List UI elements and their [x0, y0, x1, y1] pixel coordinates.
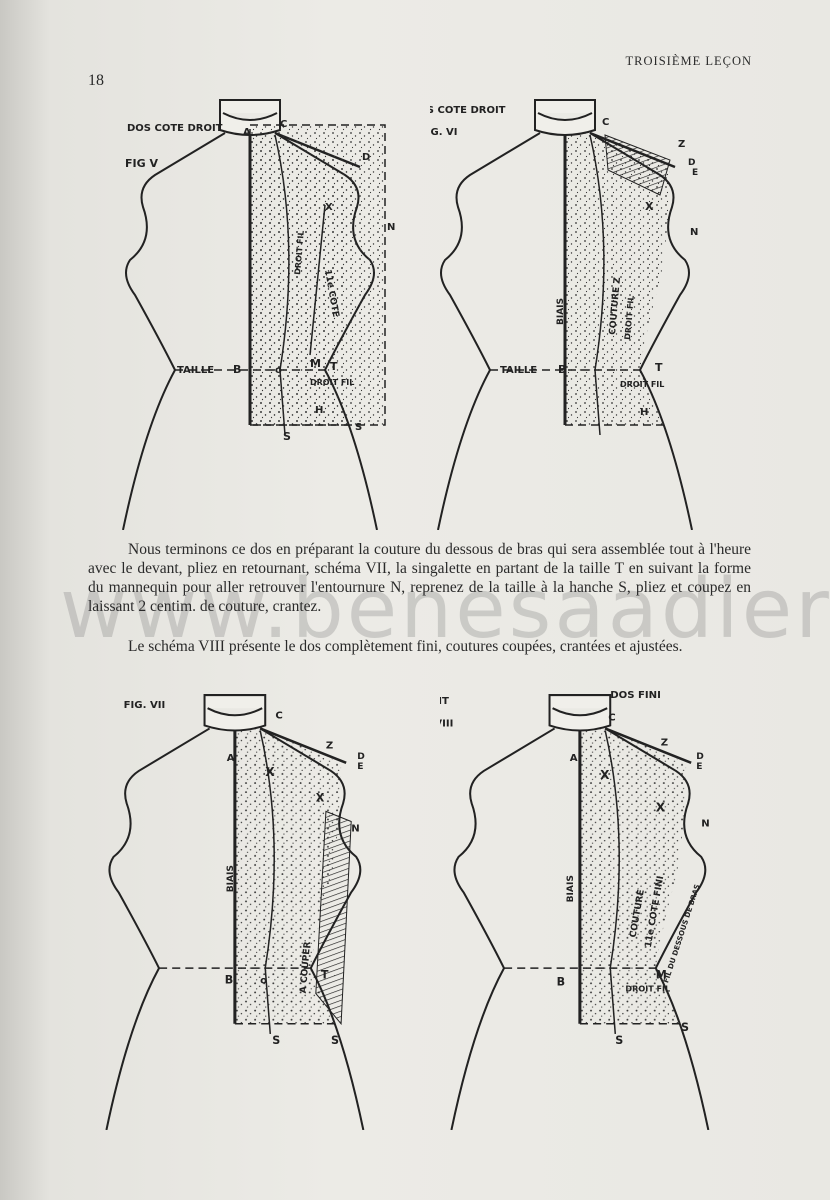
collar [548, 694, 612, 732]
point-n: N [690, 227, 698, 238]
point-x: X [645, 200, 654, 213]
shoulder-seam [604, 727, 692, 765]
point-a: A [227, 753, 235, 764]
point-a: A [570, 753, 578, 764]
fig-number: FIG. VIII [440, 718, 453, 729]
point-b: B [225, 973, 233, 986]
point-d: D [357, 752, 365, 762]
fig-number: FIG V [125, 157, 158, 170]
shoulder-seam [259, 727, 347, 765]
fig-title: DOS COTE DROIT [440, 696, 449, 707]
side-seam [604, 730, 620, 1034]
point-c: C [280, 119, 287, 130]
point-x2: X [656, 800, 666, 814]
paragraph-text: Nous terminons ce dos en préparant la co… [88, 541, 751, 615]
point-z: Z [678, 139, 685, 150]
biais-label: BIAIS [566, 875, 576, 902]
point-z: Z [661, 738, 668, 749]
point-e: E [357, 762, 363, 772]
point-x: X [325, 202, 333, 213]
side-seam [259, 730, 275, 1034]
dress-form-outline-left [105, 727, 211, 1130]
taille-label: TAILLE [177, 365, 214, 376]
point-d: D [362, 152, 370, 163]
point-s2: S [331, 1034, 339, 1047]
droit-fil-label-2: DROIT FIL [620, 380, 664, 389]
dress-form-outline-left [450, 727, 556, 1130]
point-n: N [351, 824, 359, 835]
point-c: C [602, 117, 609, 128]
collar [203, 694, 267, 732]
side-seam [589, 134, 605, 436]
running-head: TROISIÈME LEÇON [625, 54, 752, 68]
dress-form-outline-left [437, 132, 541, 530]
droit-fil-label-2: DROIT FIL [293, 230, 306, 275]
point-s: S [272, 1034, 280, 1047]
paragraph-2: Le schéma VIII présente le dos complètem… [88, 637, 751, 656]
figure-5: DOS COTE DROIT FIG V A C D N X TAILLE B … [122, 99, 395, 530]
fig-number: FIG. VII [124, 700, 166, 711]
fig-number: FIG. VI [430, 127, 458, 138]
stippled-back-panel [579, 728, 687, 1024]
biais-label: BIAIS [556, 298, 566, 325]
point-s2: S [681, 1021, 689, 1034]
point-d: D [688, 158, 695, 168]
fig-title: DOS COTE DROIT [430, 105, 506, 116]
point-n: N [387, 222, 395, 233]
stippled-back-panel [234, 728, 342, 1024]
droit-fil-label: DROIT FIL [625, 983, 670, 993]
droit-fil-label: DROIT FIL [310, 378, 354, 387]
couper-label: A COUPER [299, 941, 313, 994]
dress-form-outline-right [259, 727, 365, 1130]
grain-arrow [309, 204, 326, 356]
point-o: o [260, 975, 267, 986]
biais-label: BIAIS [226, 865, 236, 892]
point-s2: S [355, 422, 362, 433]
point-b: B [557, 975, 565, 988]
point-e: E [696, 762, 702, 772]
paragraph-text: Le schéma VIII présente le dos complètem… [128, 638, 683, 655]
point-x2: X [316, 791, 325, 804]
point-b: B [233, 363, 241, 376]
figure-8: DOS COTE DROIT FIG. VIII DOS FINI A C Z … [440, 690, 710, 1130]
point-o: o [275, 365, 282, 376]
hatched-fold [315, 810, 352, 1026]
droit-fil-label: DROIT FIL [623, 295, 636, 340]
point-z: Z [326, 741, 333, 752]
fig-title: DOS COTE DROIT [127, 123, 223, 134]
point-s: S [283, 430, 291, 443]
point-c: C [275, 710, 282, 721]
collar [534, 99, 596, 136]
point-b: B [558, 363, 566, 376]
taille-label: TAILLE [500, 365, 537, 376]
point-d: D [696, 752, 704, 762]
point-t: T [330, 360, 338, 373]
figure-6: DOS COTE DROIT FIG. VI C Z D E N X BIAIS… [430, 99, 698, 530]
hatched-fold [604, 134, 671, 196]
point-t: T [655, 361, 663, 374]
point-x: X [600, 768, 610, 782]
dos-fini-label: DOS FINI [610, 690, 661, 701]
point-t: T [321, 968, 329, 981]
stippled-back-panel [565, 133, 670, 425]
point-h: H [315, 405, 323, 416]
point-c: C [608, 712, 615, 723]
point-e: E [692, 168, 698, 178]
dress-form-outline-left [122, 132, 226, 530]
page-number: 18 [88, 72, 104, 89]
figure-7: FIG. VII A C Z D E N X X BIAIS A COUPER … [105, 694, 365, 1130]
point-x: X [265, 765, 275, 779]
point-s: S [615, 1034, 623, 1047]
paragraph-1: Nous terminons ce dos en préparant la co… [88, 540, 751, 616]
dress-form-outline-right [589, 132, 693, 530]
point-m: M [656, 968, 667, 981]
point-h: H [640, 407, 648, 418]
point-n: N [701, 819, 709, 830]
dress-form-outline-right [604, 727, 710, 1130]
point-m: M [310, 357, 321, 370]
point-a: A [243, 127, 251, 138]
